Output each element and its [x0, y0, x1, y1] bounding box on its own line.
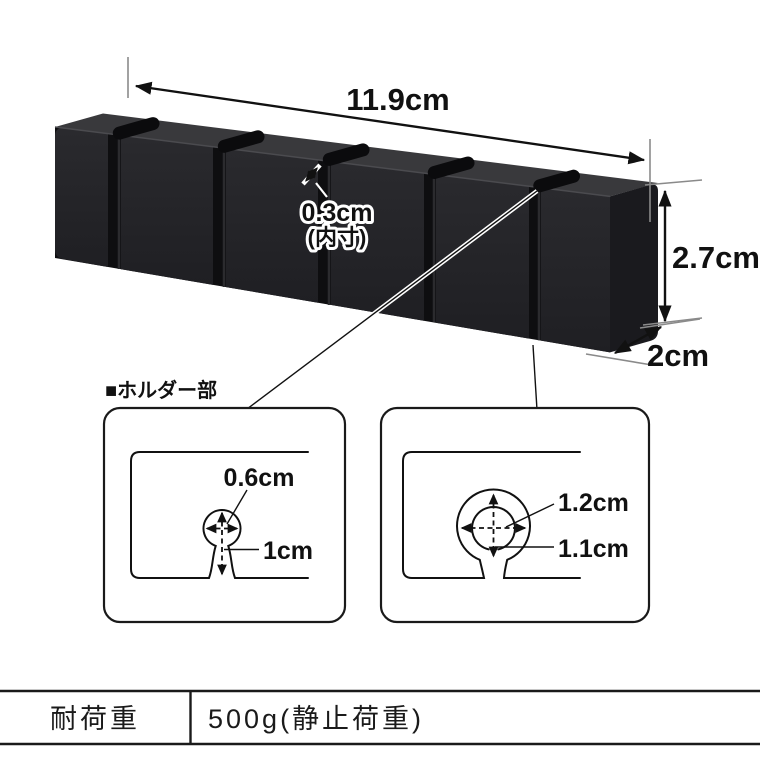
- depth-value: 2cm: [647, 338, 709, 373]
- gap-highlights: [117, 135, 541, 341]
- dimension-depth: 2cm: [585, 318, 709, 373]
- detail-box-left: 0.6cm 1cm: [102, 406, 347, 624]
- detail-right-width-value: 1.2cm: [558, 489, 629, 517]
- product-block-3: [226, 148, 318, 303]
- detail-left-depth-value: 1cm: [263, 537, 313, 565]
- table-row-label: 耐荷重: [50, 704, 140, 734]
- slot-width-value: 0.3cm: [302, 199, 373, 227]
- depth-tick-front: [585, 353, 653, 366]
- detail-box-right: 1.2cm 1.1cm: [379, 406, 651, 624]
- width-value: 11.9cm: [346, 82, 449, 117]
- detail-right-section: [402, 451, 581, 579]
- dimension-slot-width: 0.3cm (内寸): [299, 163, 375, 253]
- callout-left-line: [246, 190, 538, 410]
- dimension-width: 11.9cm: [127, 57, 651, 222]
- dimension-height: 2.7cm: [642, 179, 760, 326]
- callout-right-line: [532, 344, 538, 411]
- spec-table: 耐荷重 500g(静止荷重): [0, 689, 760, 746]
- slot-leader: [315, 182, 328, 198]
- slot-width-note: (内寸): [308, 225, 367, 250]
- product-block-6: [541, 187, 610, 353]
- depth-arrow: [613, 325, 663, 355]
- detail-right-height-value: 1.1cm: [558, 535, 629, 563]
- detail-left-section: [130, 451, 309, 579]
- height-value: 2.7cm: [672, 240, 760, 275]
- table-row-value: 500g(静止荷重): [208, 704, 424, 734]
- product-right-face: [610, 184, 658, 353]
- detail-box-left-frame: [102, 406, 347, 624]
- product-block-4: [331, 161, 424, 321]
- width-arrow: [134, 81, 646, 165]
- detail-left-width-value: 0.6cm: [224, 464, 295, 492]
- product-block-1: [55, 127, 108, 267]
- height-tick-bottom: [642, 317, 703, 326]
- detail-box-right-frame: [379, 406, 651, 624]
- product-block-2: [121, 135, 213, 285]
- holder-section-label: ■ホルダー部: [105, 378, 217, 402]
- slot-arrow: [305, 167, 318, 182]
- detail-right-width-leader: [505, 503, 555, 528]
- height-tick-top: [644, 179, 703, 186]
- detail-left-width-leader: [226, 489, 248, 525]
- callout-lines: [245, 189, 540, 411]
